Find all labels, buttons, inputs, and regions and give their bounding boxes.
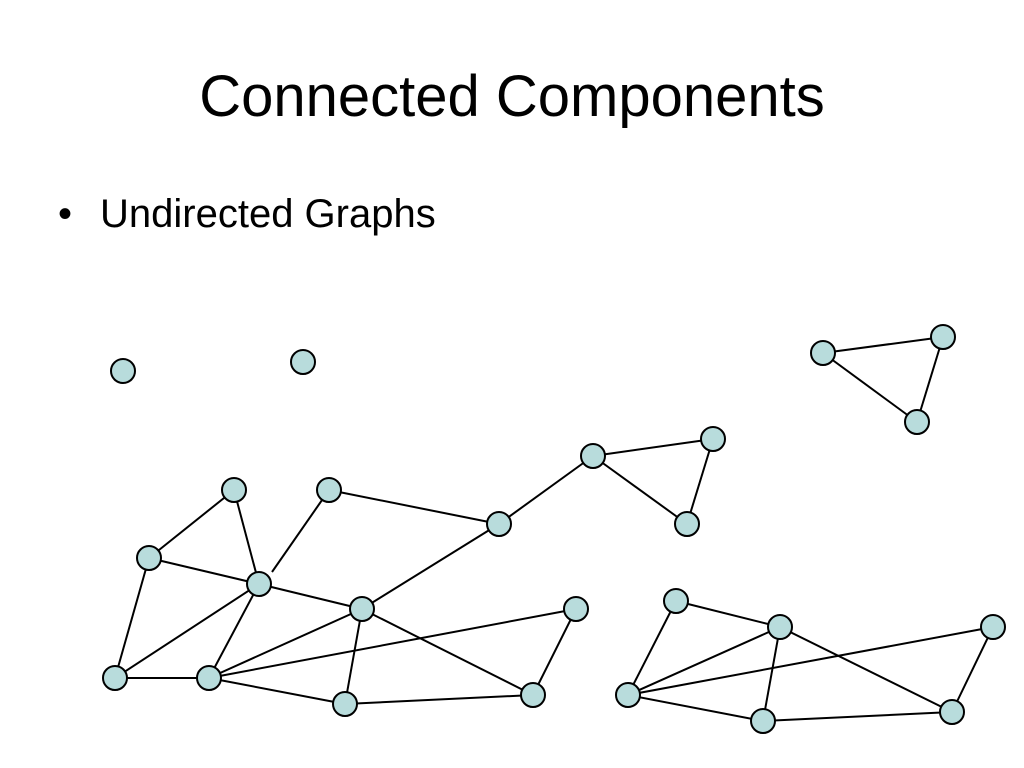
graph-edge: [208, 583, 260, 679]
graph-node: [767, 614, 793, 640]
graph-node: [930, 324, 956, 350]
graph-node: [102, 665, 128, 691]
graph-node: [980, 614, 1006, 640]
graph-edge: [258, 583, 363, 610]
graph-edge: [208, 608, 363, 679]
graph-edge: [328, 489, 500, 525]
graph-edge: [498, 455, 594, 525]
graph-edge: [627, 626, 781, 696]
slide-title: Connected Components: [199, 64, 825, 129]
graph-edge: [208, 608, 577, 679]
graph-edge: [208, 677, 346, 705]
graph-edge: [762, 711, 953, 722]
bullet-glyph: •: [58, 192, 73, 236]
graph-edges: [114, 336, 994, 722]
graph-node: [750, 708, 776, 734]
graph-edge: [779, 626, 953, 713]
bullet-text: Undirected Graphs: [100, 192, 436, 236]
graph-edge: [532, 608, 577, 696]
graph-edge: [344, 694, 534, 705]
graph-edge: [916, 336, 944, 423]
bullet-item: • Undirected Graphs: [58, 190, 436, 238]
graph-edge: [822, 336, 944, 354]
graph-node: [196, 665, 222, 691]
graph-edge: [344, 608, 363, 705]
graph-edge: [148, 489, 235, 559]
graph-node: [810, 340, 836, 366]
graph-node: [580, 443, 606, 469]
graph-edge: [114, 557, 150, 679]
graph-edge: [762, 626, 781, 722]
graph-edge: [686, 438, 714, 525]
graph-edge: [627, 600, 677, 696]
graph-node: [332, 691, 358, 717]
graph-edge: [592, 455, 688, 525]
graph-edge: [361, 523, 500, 610]
graph-node: [246, 571, 272, 597]
graph-node: [136, 545, 162, 571]
graph-node: [349, 596, 375, 622]
graph-edge: [675, 600, 781, 628]
graph-node: [290, 349, 316, 375]
graph-node: [700, 426, 726, 452]
graph-edge: [592, 438, 714, 457]
graph-edge: [148, 557, 260, 585]
graph-node: [615, 682, 641, 708]
graph-node: [663, 588, 689, 614]
graph-node: [674, 511, 700, 537]
graph-edge: [361, 608, 534, 696]
graph-node: [110, 358, 136, 384]
graph-edge: [114, 583, 260, 679]
graph-node: [316, 477, 342, 503]
graph-edge: [822, 352, 918, 423]
graph-edge: [233, 489, 260, 585]
graph-edge: [271, 489, 330, 573]
graph-node: [563, 596, 589, 622]
graph-edge: [951, 626, 994, 713]
graph-node: [904, 409, 930, 435]
graph-node: [486, 511, 512, 537]
graph-edge: [627, 694, 764, 722]
graph-nodes: [102, 324, 1006, 734]
graph-node: [221, 477, 247, 503]
graph-edge: [627, 626, 994, 696]
graph-node: [939, 699, 965, 725]
graph-node: [520, 682, 546, 708]
